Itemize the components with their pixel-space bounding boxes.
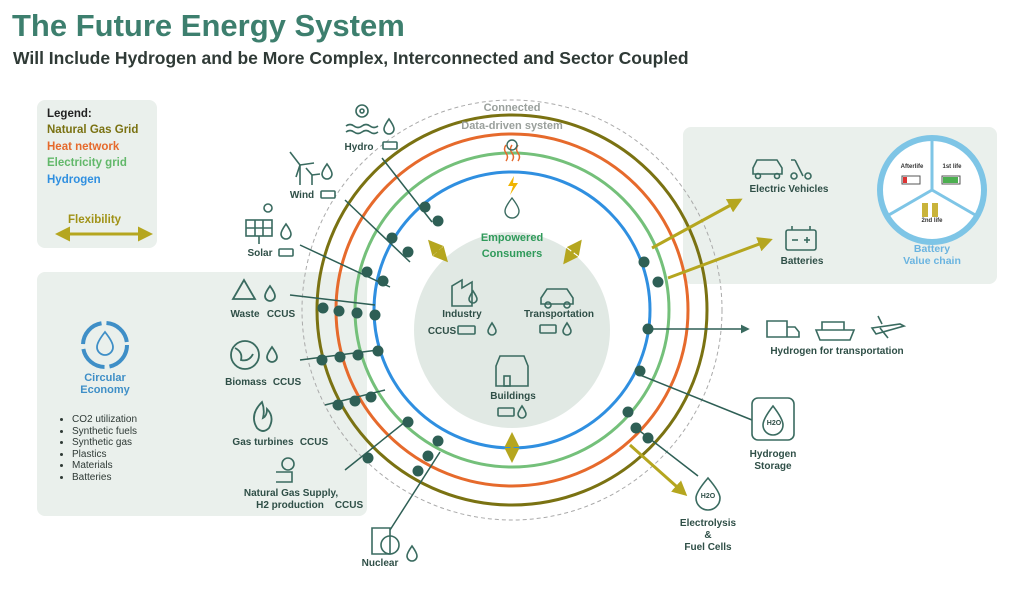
list-item: CO2 utilization bbox=[72, 414, 137, 426]
biomass-ccus-label: CCUS bbox=[272, 377, 302, 388]
legend-panel bbox=[37, 100, 157, 248]
car-icon bbox=[540, 288, 574, 305]
gas-flame-icon bbox=[253, 400, 273, 432]
waste-ccus-label: CCUS bbox=[266, 309, 296, 320]
gas-turbines-ccus-label: CCUS bbox=[299, 437, 329, 448]
industry-label: Industry bbox=[442, 309, 482, 320]
industry-ccus-label: CCUS bbox=[427, 326, 457, 337]
waste-label: Waste bbox=[230, 309, 260, 320]
wind-label: Wind bbox=[289, 190, 315, 201]
natural-gas-label-1: Natural Gas Supply, bbox=[243, 488, 339, 499]
legend-flexibility: Flexibility bbox=[68, 214, 122, 226]
circular-economy-panel bbox=[37, 272, 367, 516]
industry-icon bbox=[451, 278, 473, 307]
circular-economy-list: CO2 utilization Synthetic fuels Syntheti… bbox=[62, 414, 137, 484]
electrolysis-h2o-label: H2O bbox=[700, 493, 716, 500]
hydro-label: Hydro bbox=[344, 142, 374, 153]
natural-gas-label-2: H2 production bbox=[256, 500, 324, 511]
legend-heat-network: Heat network bbox=[47, 141, 120, 153]
electrolysis-label-2: & bbox=[704, 530, 712, 541]
biomass-label: Biomass bbox=[225, 377, 267, 388]
data-driven-dashed-ring bbox=[301, 99, 723, 521]
consumers-label: Consumers bbox=[481, 248, 543, 260]
battery-chain-label-1: Battery bbox=[913, 243, 951, 255]
gas-turbines-label: Gas turbines bbox=[232, 437, 294, 448]
legend-electricity-grid: Electricity grid bbox=[47, 157, 127, 169]
hydro-icon bbox=[345, 104, 398, 150]
circular-title-2: Economy bbox=[80, 384, 130, 396]
buildings-label: Buildings bbox=[490, 391, 536, 402]
consumers-disk bbox=[414, 232, 610, 428]
natural-gas-ring bbox=[315, 113, 709, 507]
empowered-label: Empowered bbox=[480, 232, 544, 244]
solar-label: Solar bbox=[247, 248, 273, 259]
legend-natural-gas-grid: Natural Gas Grid bbox=[47, 124, 139, 136]
electrolysis-label-3: Fuel Cells bbox=[684, 542, 732, 553]
list-item: Batteries bbox=[72, 472, 137, 484]
hydrogen-storage-label-1: Hydrogen bbox=[749, 449, 797, 460]
page-title: The Future Energy System bbox=[12, 8, 405, 43]
page-subtitle: Will Include Hydrogen and be More Comple… bbox=[13, 48, 689, 68]
battery-chain-label-2: Value chain bbox=[903, 255, 961, 267]
wind-icon bbox=[289, 151, 336, 199]
second-life-label: 2nd life bbox=[921, 218, 943, 224]
transportation-label: Transportation bbox=[523, 309, 594, 320]
electrolysis-label-1: Electrolysis bbox=[679, 518, 737, 529]
nuclear-label: Nuclear bbox=[361, 558, 399, 569]
battery-value-chain-icon bbox=[877, 135, 987, 245]
natural-gas-ccus-label: CCUS bbox=[334, 500, 364, 511]
list-item: Materials bbox=[72, 460, 137, 472]
scooter-icon bbox=[791, 159, 804, 177]
solar-icon bbox=[245, 203, 294, 257]
electric-vehicles-label: Electric Vehicles bbox=[749, 184, 829, 195]
first-life-label: 1st life bbox=[942, 164, 962, 170]
lightning-icon bbox=[508, 176, 518, 195]
connected-label: Connected bbox=[483, 102, 541, 114]
list-item: Plastics bbox=[72, 449, 137, 461]
data-driven-label: Data-driven system bbox=[461, 120, 563, 132]
nuclear-icon bbox=[371, 527, 418, 562]
legend-heading: Legend: bbox=[47, 108, 92, 120]
gauge-icon bbox=[506, 139, 518, 151]
list-item: Synthetic fuels bbox=[72, 426, 137, 438]
electric-car-icon bbox=[752, 159, 783, 175]
afterlife-label: Afterlife bbox=[900, 164, 924, 170]
hydrogen-drop-icon bbox=[504, 196, 520, 219]
plane-icon bbox=[870, 315, 907, 339]
biomass-globe-icon bbox=[230, 340, 278, 370]
hydrogen-storage-icon bbox=[751, 397, 795, 441]
battery-icon bbox=[785, 229, 817, 251]
circular-title-1: Circular bbox=[84, 372, 126, 384]
building-icon bbox=[495, 355, 529, 387]
truck-icon bbox=[766, 320, 800, 338]
ship-icon bbox=[814, 321, 856, 341]
natural-gas-icon bbox=[276, 457, 295, 483]
electrolysis-drop-icon bbox=[695, 476, 721, 511]
list-item: Synthetic gas bbox=[72, 437, 137, 449]
legend-hydrogen: Hydrogen bbox=[47, 174, 101, 186]
storage-h2o-label: H2O bbox=[766, 420, 782, 427]
recycle-icon bbox=[231, 278, 276, 302]
circular-economy-icon bbox=[81, 321, 129, 369]
batteries-label: Batteries bbox=[780, 256, 824, 267]
hydrogen-storage-label-2: Storage bbox=[754, 461, 792, 472]
hydrogen-transport-label: Hydrogen for transportation bbox=[770, 346, 904, 357]
